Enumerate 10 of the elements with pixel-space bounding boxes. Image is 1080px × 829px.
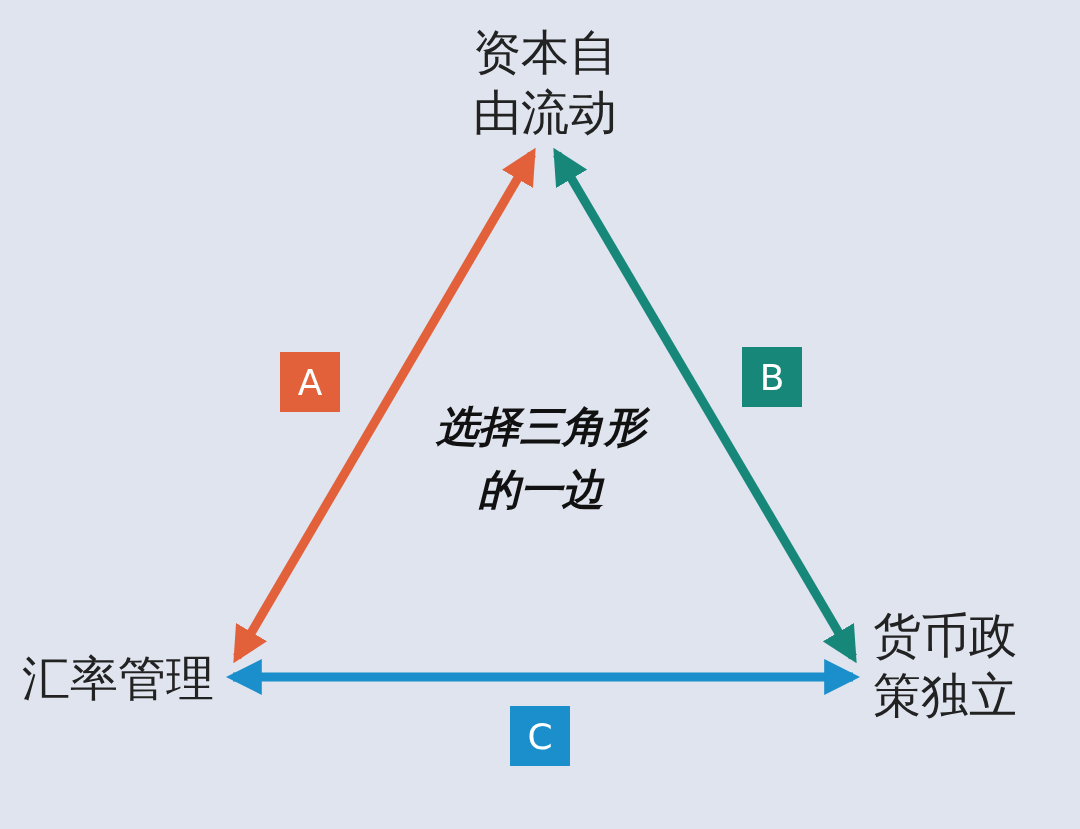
center-caption: 选择三角形的一边 (425, 395, 657, 521)
edge-label: C (510, 706, 570, 766)
node-label: 货币政策独立 (872, 606, 1018, 725)
node-label: 资本自由流动 (472, 23, 618, 142)
edge-label: B (742, 347, 802, 407)
double-arrow (225, 659, 861, 695)
double-arrow (553, 147, 857, 664)
double-arrow (233, 147, 536, 664)
node-label: 汇率管理 (21, 648, 216, 708)
edge-label: A (280, 352, 340, 412)
